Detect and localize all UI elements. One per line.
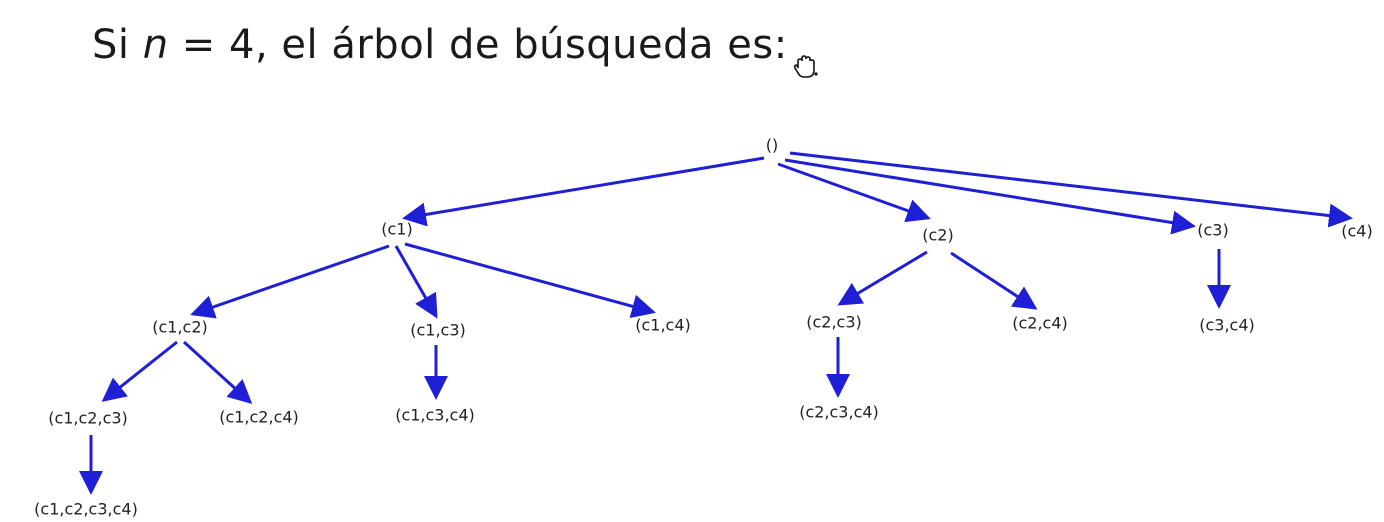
- hand-cursor-icon: [793, 55, 818, 78]
- edge-c1c2-to-c1c2c4: [182, 340, 253, 405]
- edges: [79, 151, 1353, 495]
- tree-node-c2c3c4: (c2,c3,c4): [799, 403, 879, 422]
- edge-c2-to-c2c3: [837, 250, 928, 306]
- tree-node-c1c3: (c1,c3): [410, 321, 466, 340]
- title-suffix: = 4, el árbol de búsqueda es:: [168, 22, 788, 68]
- edge-c1-to-c1c2: [190, 244, 390, 319]
- tree-node-c2c3: (c2,c3): [806, 313, 862, 332]
- edge-c1-to-c1c4: [404, 242, 656, 319]
- title-prefix: Si: [92, 22, 143, 68]
- tree-node-c2: (c2): [922, 226, 953, 245]
- tree-node-c2c4: (c2,c4): [1012, 314, 1068, 333]
- title-variable: n: [142, 22, 169, 68]
- tree-node-c3c4: (c3,c4): [1199, 316, 1255, 335]
- edge-c1c2-to-c1c2c3: [101, 340, 178, 402]
- edge-root-to-c2: [777, 162, 931, 223]
- tree-node-c1: (c1): [381, 220, 412, 239]
- tree-node-c4: (c4): [1341, 222, 1372, 241]
- edge-c2-to-c2c4: [950, 251, 1038, 310]
- tree-node-c1c3c4: (c1,c3,c4): [395, 406, 475, 425]
- tree-node-c1c2c3: (c1,c2,c3): [48, 409, 128, 428]
- tree-node-c1c2: (c1,c2): [152, 318, 208, 337]
- tree-node-c1c2c3c4: (c1,c2,c3,c4): [34, 500, 138, 519]
- nodes: () (c1) (c2) (c3) (c4) (c1,c2) (c1,c3) (c1,c4) (…: [34, 136, 1373, 519]
- tree-node-c1c2c4: (c1,c2,c4): [219, 408, 299, 427]
- edge-c1-to-c1c3: [394, 245, 438, 319]
- edge-root-to-c1: [402, 156, 765, 227]
- tree-node-c1c4: (c1,c4): [635, 316, 691, 335]
- page-title: Si n = 4, el árbol de búsqueda es:: [92, 22, 788, 68]
- tree-node-root: (): [766, 136, 778, 155]
- edge-root-to-c3: [784, 158, 1196, 235]
- edge-root-to-c4: [789, 151, 1353, 228]
- tree-node-c3: (c3): [1197, 221, 1228, 240]
